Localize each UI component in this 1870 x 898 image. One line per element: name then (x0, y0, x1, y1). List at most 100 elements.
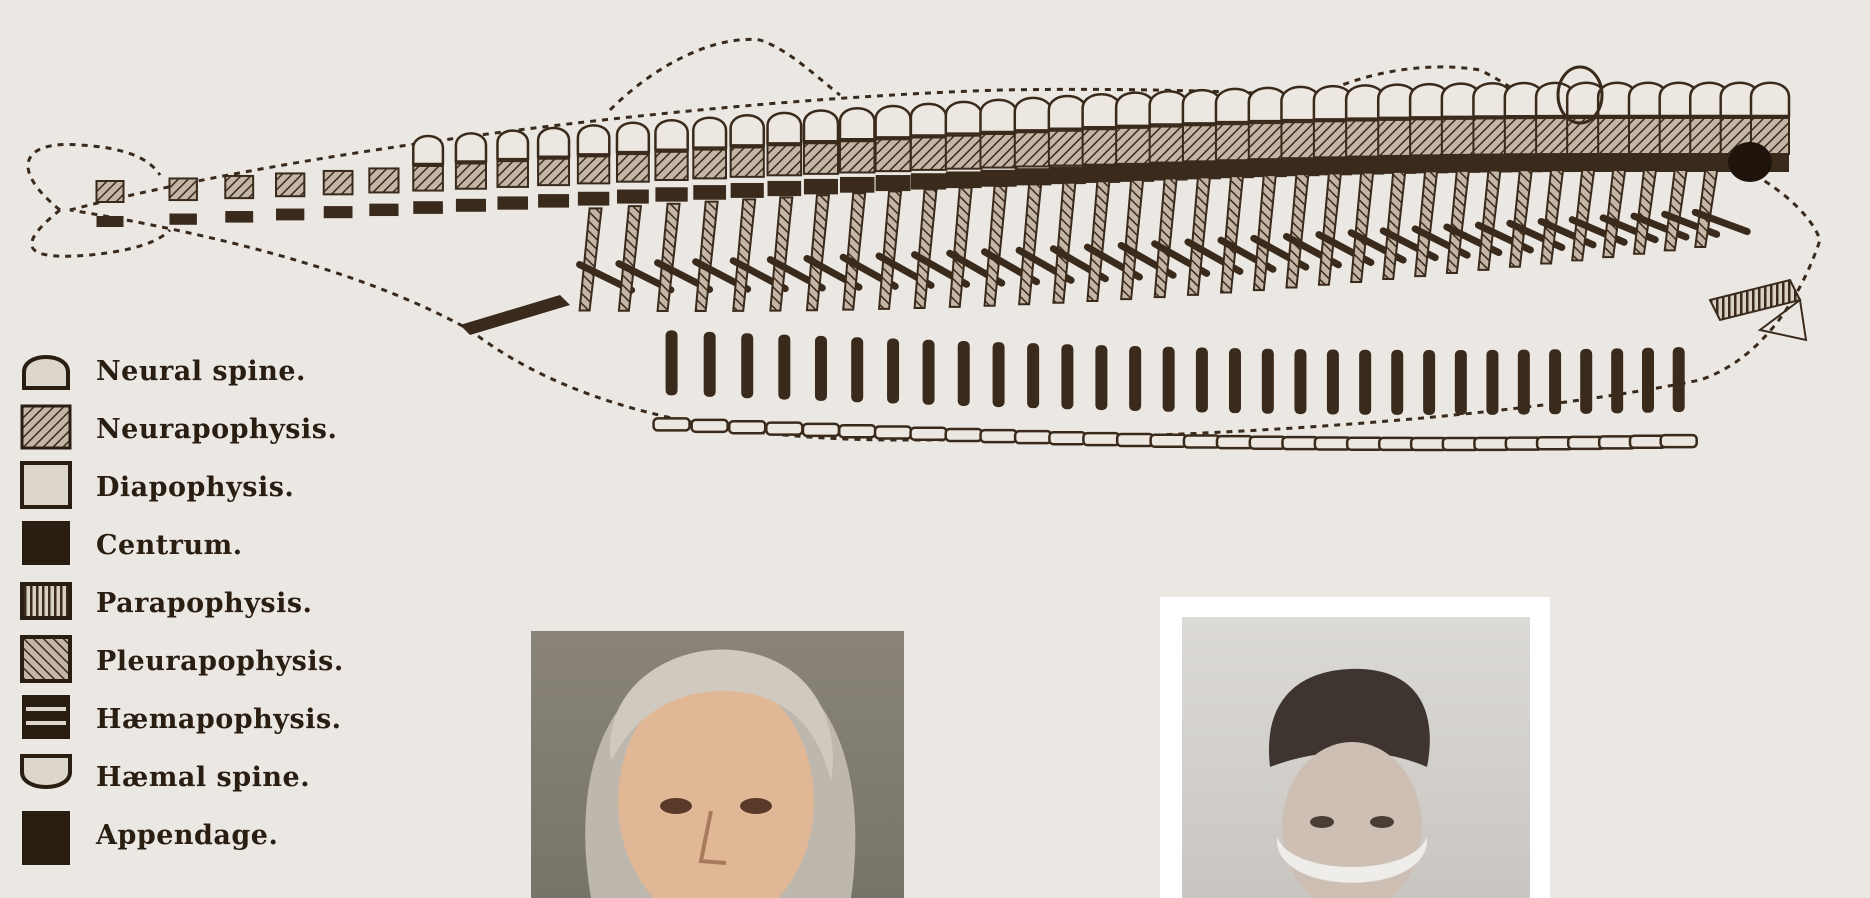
neural-spine (456, 133, 486, 161)
haemal-spine (729, 421, 765, 433)
haemapophysis (851, 337, 863, 402)
haemapophysis (1455, 350, 1467, 415)
centrum (324, 206, 353, 218)
haemal-spine (1117, 434, 1153, 446)
centrum (578, 192, 609, 206)
neurapophysis (97, 181, 124, 202)
centrum (655, 187, 687, 201)
legend-label: Pleurapophysis. (96, 646, 344, 677)
haemapophysis (887, 339, 899, 404)
neural-spine (655, 120, 687, 150)
haemal-spine (1347, 438, 1383, 450)
parapophysis-icon (18, 576, 74, 626)
centrum (911, 173, 946, 189)
neural-spine (693, 118, 726, 148)
haemal-spine (839, 425, 875, 437)
centrum (97, 216, 124, 227)
haemapophysis (1129, 346, 1141, 411)
haemal-spine (875, 427, 911, 439)
haemal-spines (654, 418, 1697, 450)
haemapophysis (1229, 348, 1241, 413)
haemapophysis (666, 330, 678, 395)
neural-spine (768, 113, 802, 143)
centrum-icon (18, 518, 74, 568)
haemapophysis (778, 335, 790, 400)
haemapophysis (1359, 350, 1371, 415)
neural-spine (911, 104, 946, 136)
neurapophysis (276, 173, 304, 196)
haemal-spine (1661, 435, 1697, 447)
haemapophysis (741, 333, 753, 398)
pleurapophysis (733, 199, 755, 310)
portrait-right (1182, 617, 1530, 898)
haemapophysis (1549, 349, 1561, 414)
centrum (225, 211, 253, 223)
haemapophysis (1061, 344, 1073, 409)
pleurapophysis (1019, 184, 1041, 304)
haemal-spine (1083, 433, 1119, 445)
pleurapophysis (1188, 177, 1210, 295)
centrum (617, 190, 649, 204)
haemapophysis (1580, 349, 1592, 414)
painted-portrait-icon (531, 631, 904, 898)
haemal-spine (1015, 431, 1051, 443)
centrum (369, 204, 398, 216)
haemapophysis (1518, 350, 1530, 415)
neural-spine (413, 136, 443, 164)
neurapophysis-icon (18, 402, 74, 452)
legend-label: Parapophysis. (96, 588, 312, 619)
pleurapophysis (915, 189, 937, 308)
neurapophysis (324, 171, 353, 194)
haemapophysis (704, 332, 716, 397)
neurapophysis (1083, 129, 1121, 164)
neurapophysis (225, 176, 253, 198)
pleurapophysis-icon (18, 634, 74, 684)
haemapophysis (958, 341, 970, 406)
haemal-spine (1250, 437, 1286, 449)
neurapophysis (497, 161, 528, 187)
neural-spine (497, 131, 528, 159)
centrum (1049, 167, 1086, 184)
neural-spine (980, 100, 1016, 132)
neural-spine (840, 108, 874, 139)
haemapophysis (1294, 349, 1306, 414)
pleurapophysis (843, 193, 865, 309)
haemal-spine (1151, 435, 1187, 447)
neurapophysis (655, 152, 687, 180)
neural-spine (1751, 83, 1789, 116)
haemapophysis (1262, 349, 1274, 414)
haemapophysis (1027, 343, 1039, 408)
haemal-spine (766, 423, 802, 435)
pleurapophysis (985, 186, 1007, 306)
centrum (804, 179, 838, 194)
appendage-icon (18, 808, 74, 868)
haemapophysis-icon (18, 692, 74, 742)
centrum (276, 209, 304, 221)
centrum (731, 183, 764, 198)
neurapophysis (169, 178, 196, 200)
neurapophysis (538, 159, 569, 185)
pleurapophysis (619, 206, 641, 311)
legend-label: Neurapophysis. (96, 414, 337, 445)
haemapophyses (666, 330, 1685, 415)
neurapophysis (731, 147, 764, 176)
legend-label: Centrum. (96, 530, 243, 561)
legend-label: Appendage. (96, 820, 278, 851)
neurapophysis (693, 150, 726, 179)
haemapophysis (1423, 350, 1435, 415)
neural-spine (946, 102, 982, 134)
haemapophysis (1163, 347, 1175, 412)
centrum (413, 201, 443, 214)
diapophysis-icon (18, 460, 74, 510)
pleurapophysis (879, 191, 901, 309)
neurapophysis (617, 154, 649, 182)
neurapophysis (804, 143, 838, 174)
haemal-spine (803, 424, 839, 436)
neural-spine-icon (18, 344, 74, 394)
neural-spine (1083, 94, 1121, 127)
legend-label: Diapophysis. (96, 472, 294, 503)
haemal-spine-icon (18, 750, 74, 800)
haemapophysis (1642, 348, 1654, 413)
neurapophysis (1049, 131, 1086, 166)
haemal-spine (1217, 436, 1253, 448)
